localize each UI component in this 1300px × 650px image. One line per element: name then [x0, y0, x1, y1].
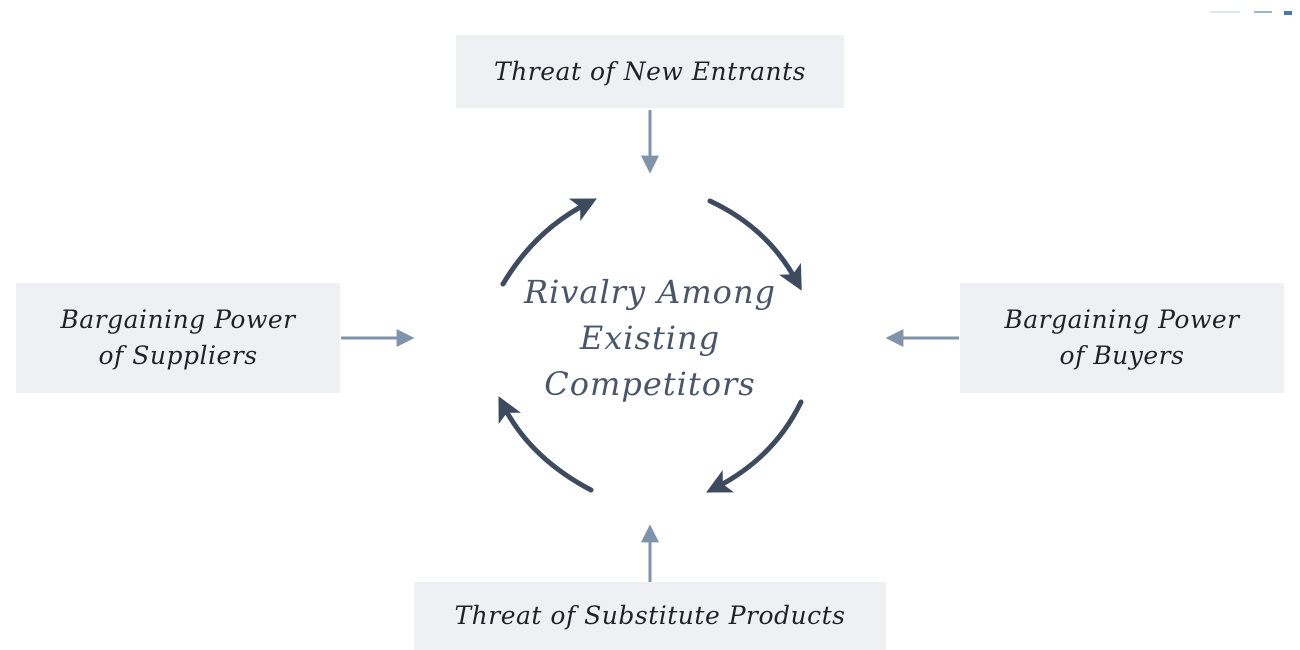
- force-box-substitutes: Threat of Substitute Products: [414, 582, 886, 650]
- center-rivalry-label: Rivalry Among Existing Competitors: [500, 270, 800, 406]
- force-label-line: of Buyers: [1059, 341, 1185, 370]
- force-box-suppliers: Bargaining Power of Suppliers: [16, 283, 340, 393]
- force-label-line: Bargaining Power: [1004, 305, 1240, 334]
- center-label-line: Rivalry Among: [523, 273, 777, 311]
- force-label-line: Threat of Substitute Products: [454, 601, 846, 630]
- cycle-arrow-bottom-left: [498, 396, 594, 493]
- force-box-new-entrants: Threat of New Entrants: [456, 35, 844, 108]
- center-label-line: Existing: [579, 319, 721, 357]
- force-label-line: of Suppliers: [98, 341, 258, 370]
- force-box-buyers: Bargaining Power of Buyers: [960, 283, 1284, 393]
- corner-decoration: [1210, 0, 1300, 15]
- cycle-arrow-top-left: [500, 198, 597, 287]
- cycle-arrow-bottom-right: [706, 399, 804, 493]
- force-label-line: Threat of New Entrants: [494, 56, 806, 86]
- force-label-line: Bargaining Power: [60, 305, 296, 334]
- cycle-arrow-top-right: [707, 198, 802, 291]
- center-label-line: Competitors: [544, 365, 756, 403]
